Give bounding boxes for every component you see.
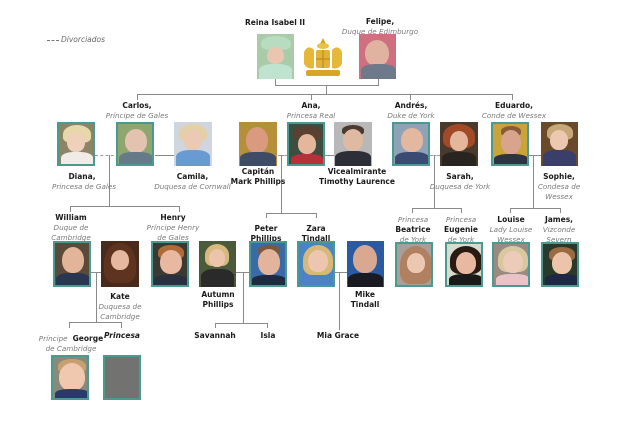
label-charles: Carlos, Príncipe de Gales	[105, 101, 169, 120]
legend-divorced: Divorciados	[47, 35, 105, 44]
connector	[215, 323, 216, 328]
connector	[96, 272, 97, 322]
label-mike-tindall: Mike Tindall	[350, 290, 380, 309]
photo-autumn-phillips	[199, 241, 236, 287]
label-sophie: Sophie, Condesa de Wessex	[537, 172, 581, 201]
photo-edward	[491, 122, 529, 166]
marriage-connector	[333, 272, 347, 273]
label-sarah: Sarah, Duquesa de York	[429, 172, 491, 191]
label-peter-phillips: Peter Phillips	[250, 224, 282, 243]
label-eugenie: Princesa Eugenie de York	[444, 215, 478, 244]
connector	[412, 208, 462, 209]
connector	[70, 206, 180, 207]
connector	[434, 155, 435, 209]
connector	[378, 78, 379, 86]
connector	[412, 208, 413, 213]
photo-william	[53, 241, 91, 287]
label-philip: Felipe, Duque de Edimburgo	[341, 17, 419, 36]
connector	[137, 94, 513, 95]
label-isla: Isla	[260, 331, 276, 340]
dashed-line-icon	[47, 39, 59, 41]
connector	[510, 208, 561, 209]
connector	[281, 155, 282, 213]
label-beatrice: Princesa Beatrice de York	[395, 215, 431, 244]
connector	[512, 94, 513, 100]
connector	[215, 323, 268, 324]
photo-andrew	[392, 122, 430, 166]
photo-kate	[101, 241, 139, 287]
photo-timothy-laurence	[334, 122, 372, 166]
connector	[267, 323, 268, 328]
photo-eugenie	[445, 242, 483, 287]
photo-queen	[257, 34, 294, 79]
label-camilla: Camila, Duquesa de Cornwall	[154, 172, 231, 191]
label-autumn-phillips: Autumn Phillips	[201, 290, 235, 309]
label-mark-phillips: Capitán Mark Phillips	[230, 167, 286, 186]
connector	[311, 94, 312, 100]
connector	[70, 206, 71, 212]
connector	[243, 272, 244, 324]
connector	[316, 213, 317, 218]
photo-sophie	[541, 122, 578, 166]
connector	[179, 206, 180, 212]
connector	[275, 78, 276, 86]
label-kate: Kate Duquesa de Cambridge	[98, 292, 142, 321]
photo-peter-phillips	[249, 241, 287, 287]
photo-louise	[492, 242, 530, 287]
connector	[461, 208, 462, 213]
photo-anne	[287, 122, 325, 166]
marriage-connector	[155, 155, 175, 156]
label-queen: Reina Isabel II	[245, 18, 305, 27]
connector	[121, 322, 122, 328]
label-edward: Eduardo, Conde de Wessex	[481, 101, 547, 120]
photo-james	[541, 242, 579, 287]
royal-coat-of-arms-icon	[298, 36, 348, 80]
label-louise: Louise Lady Louise Wessex	[489, 215, 533, 244]
label-diana: Diana, Princesa de Gales	[52, 172, 117, 191]
label-george: Príncipe George de Cambridge	[38, 334, 104, 353]
photo-camilla	[174, 122, 212, 166]
photo-zara-tindall	[297, 241, 335, 287]
photo-beatrice	[395, 242, 433, 287]
connector	[339, 272, 340, 330]
connector	[275, 85, 379, 86]
divorce-connector	[430, 155, 440, 156]
photo-charles	[116, 122, 154, 166]
label-anne: Ana, Princesa Real	[286, 101, 336, 120]
label-savannah: Savannah	[194, 331, 236, 340]
divorce-connector	[95, 155, 119, 156]
photo-philip	[359, 34, 396, 79]
photo-henry	[151, 241, 189, 287]
connector	[137, 94, 138, 100]
photo-mike-tindall	[347, 241, 384, 287]
connector	[266, 213, 267, 218]
photo-george	[51, 355, 89, 400]
photo-sarah	[440, 122, 478, 166]
marriage-connector	[324, 155, 334, 156]
photo-diana	[57, 122, 95, 166]
connector	[69, 322, 122, 323]
divorce-connector	[278, 155, 288, 156]
label-henry: Henry Príncipe Henry de Gales	[146, 213, 200, 242]
connector	[69, 322, 70, 328]
label-william: William Duque de Cambridge	[51, 213, 91, 242]
label-timothy-laurence: Vicealmirante Timothy Laurence	[319, 167, 395, 186]
label-princess: Princesa	[104, 331, 140, 340]
label-andrew: Andrés, Duke de York	[387, 101, 435, 120]
photo-placeholder-princess	[103, 355, 141, 400]
marriage-connector	[529, 155, 541, 156]
label-zara-tindall: Zara Tindall	[301, 224, 331, 243]
connector	[533, 155, 534, 208]
connector	[109, 155, 110, 207]
connector	[560, 208, 561, 213]
connector	[266, 213, 316, 214]
connector	[326, 85, 327, 94]
label-mia-grace: Mia Grace	[316, 331, 360, 340]
photo-mark-phillips	[239, 122, 277, 166]
label-james: James, Vizconde Severn	[542, 215, 576, 244]
connector	[410, 94, 411, 100]
connector	[510, 208, 511, 213]
